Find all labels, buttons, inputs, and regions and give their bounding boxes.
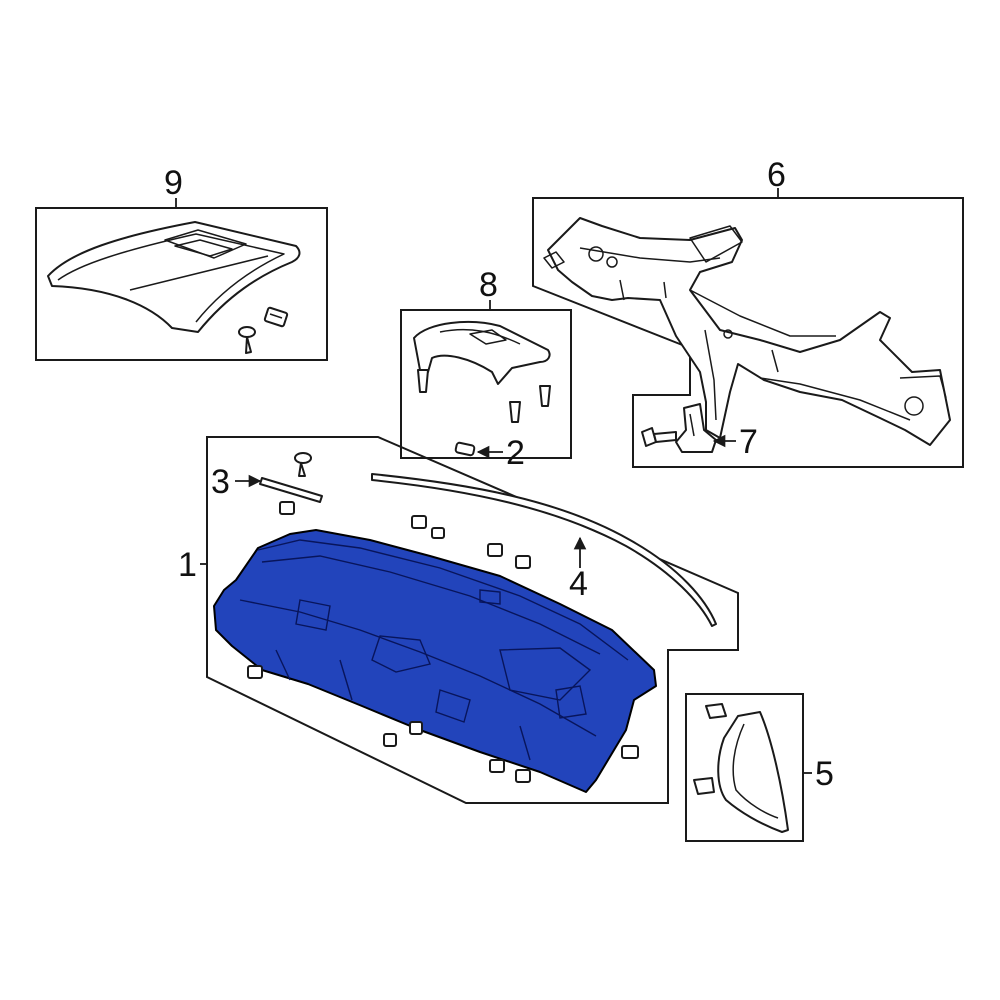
callout-9[interactable]: 9 [164, 164, 183, 202]
callout-4[interactable]: 4 [569, 565, 588, 603]
panel-clip-i [489, 759, 505, 773]
bracket-7 [675, 403, 717, 453]
clip-8a [417, 369, 429, 393]
instrument-panel-highlighted [213, 529, 657, 793]
group-5-side-cap: 5 [685, 693, 834, 842]
group-6-beam-assembly: 6 [532, 156, 964, 468]
group-6-frame [532, 197, 964, 468]
cover-clip [263, 306, 289, 328]
callout-1[interactable]: 1 [178, 546, 197, 584]
callout-7[interactable]: 7 [739, 423, 758, 461]
callout-8[interactable]: 8 [479, 266, 498, 304]
part-4-trim-strip [371, 473, 717, 627]
clip-8b [539, 385, 551, 407]
side-cap [717, 711, 789, 833]
upper-cover [413, 321, 551, 385]
group-9-top-cover: 9 [35, 164, 328, 361]
panel-clip-h [409, 721, 423, 735]
group-9-frame [35, 207, 328, 361]
cover-screw [238, 326, 256, 354]
group-8-cover-assembly: 8 [400, 266, 572, 459]
panel-clip-c [431, 527, 445, 539]
cap-clip-b [693, 777, 715, 795]
callout-3[interactable]: 3 [211, 463, 230, 501]
cap-clip-a [705, 703, 727, 719]
group-1-instrument-panel: 1 3 4 [178, 436, 739, 804]
cross-car-beam [547, 217, 951, 446]
panel-screw [294, 452, 312, 477]
group-5-frame [685, 693, 804, 842]
panel-clip-b [411, 515, 427, 529]
panel-clip-d [487, 543, 503, 557]
top-cover-panel [47, 221, 301, 333]
part-2-pin: 2 [454, 434, 525, 472]
group-1-frame [206, 436, 739, 804]
clip-8c [509, 401, 521, 423]
part-3-strip [259, 477, 323, 503]
callout-6[interactable]: 6 [767, 156, 786, 194]
callout-2[interactable]: 2 [506, 434, 525, 472]
panel-clip-j [515, 769, 531, 783]
part-7-bracket: 7 [641, 403, 758, 461]
panel-clip-e [515, 555, 531, 569]
panel-clip-k [621, 745, 639, 759]
panel-clip-a [279, 501, 295, 515]
panel-clip-f [247, 665, 263, 679]
bolt-7 [641, 427, 677, 447]
callout-5[interactable]: 5 [815, 755, 834, 793]
panel-clip-g [383, 733, 397, 747]
